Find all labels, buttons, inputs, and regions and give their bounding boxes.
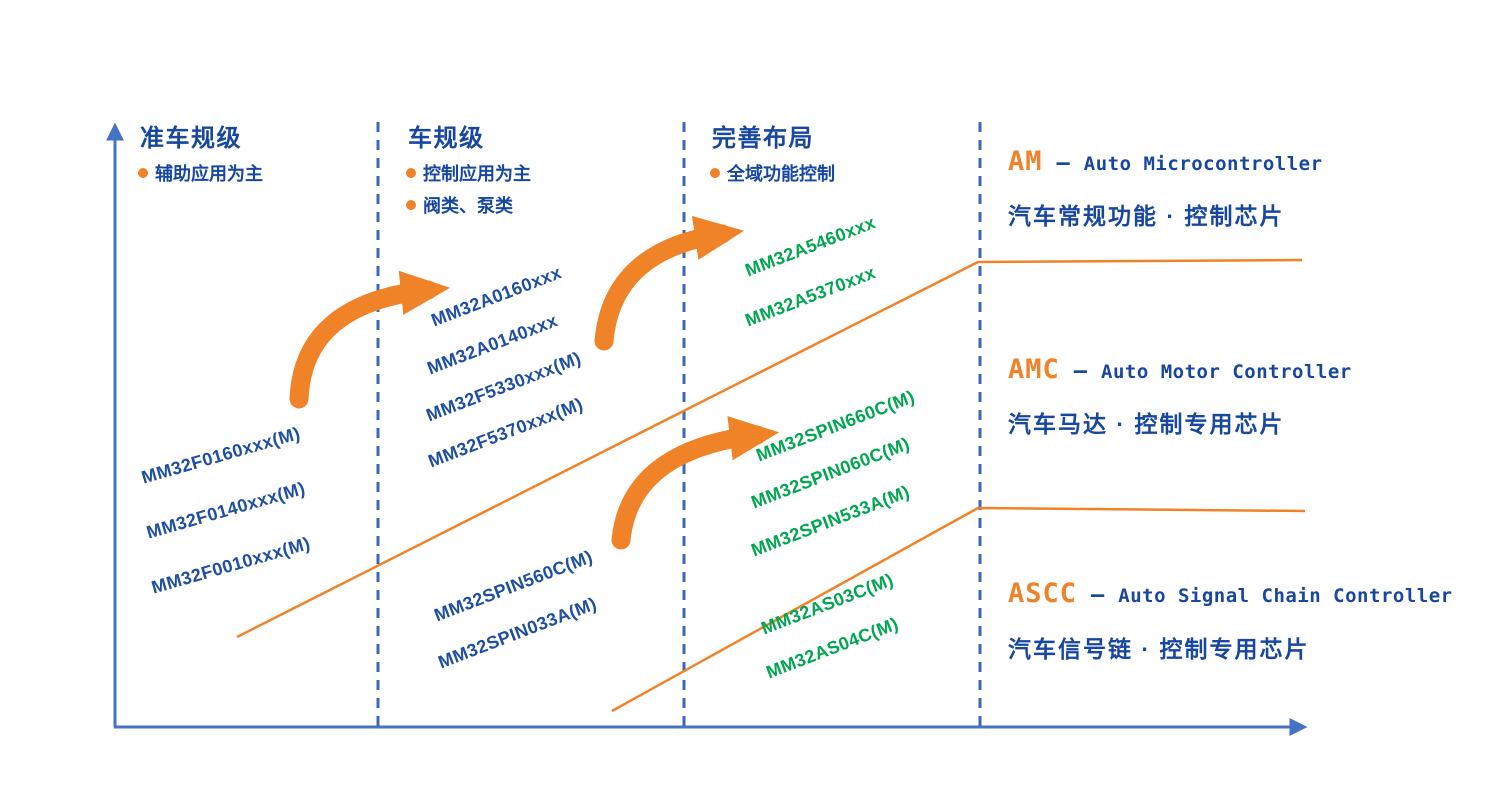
bullet-dot-icon	[406, 200, 416, 210]
bullet-label: 控制应用为主	[423, 164, 531, 184]
column-title-auto-grade: 车规级	[408, 125, 485, 152]
bullet-label: 阀类、泵类	[423, 196, 513, 216]
growth-arrow-1-icon	[289, 270, 451, 409]
column-title-quasi-auto-grade: 准车规级	[140, 125, 242, 152]
legend-name: Auto Microcontroller	[1083, 153, 1323, 175]
legend-entry-ascc: ASCC — Auto Signal Chain Controller	[1008, 578, 1453, 609]
legend-desc-ascc: 汽车信号链 · 控制专用芯片	[1008, 636, 1310, 662]
legend-name: Auto Signal Chain Controller	[1118, 585, 1453, 607]
bullet-item: 控制应用为主	[406, 160, 531, 186]
legend-dash: —	[1091, 583, 1105, 608]
legend-dash: —	[1056, 151, 1070, 176]
legend-abbr: AM	[1008, 146, 1043, 177]
growth-arrow-2-icon	[594, 215, 744, 351]
legend-abbr: ASCC	[1008, 578, 1078, 609]
bullet-dot-icon	[710, 168, 720, 178]
legend-dash: —	[1073, 359, 1088, 384]
bullet-item: 全域功能控制	[710, 160, 835, 186]
legend-entry-amc: AMC — Auto Motor Controller	[1008, 354, 1352, 385]
am-amc-boundary-line	[236, 258, 1303, 639]
column-title-complete-layout: 完善布局	[712, 125, 814, 152]
legend-name: Auto Motor Controller	[1101, 361, 1352, 383]
legend-desc-amc: 汽车马达 · 控制专用芯片	[1008, 411, 1285, 437]
bullet-label: 全域功能控制	[727, 164, 835, 184]
growth-arrow-3-icon	[611, 416, 780, 550]
bullet-item: 阀类、泵类	[406, 192, 513, 218]
bullet-label: 辅助应用为主	[155, 164, 263, 184]
legend-entry-am: AM — Auto Microcontroller	[1008, 146, 1323, 177]
legend-desc-am: 汽车常规功能 · 控制芯片	[1008, 203, 1285, 229]
bullet-dot-icon	[406, 168, 416, 178]
bullet-item: 辅助应用为主	[138, 160, 263, 186]
legend-abbr: AMC	[1008, 354, 1060, 385]
amc-ascc-boundary-line	[611, 506, 1306, 713]
bullet-dot-icon	[138, 168, 148, 178]
